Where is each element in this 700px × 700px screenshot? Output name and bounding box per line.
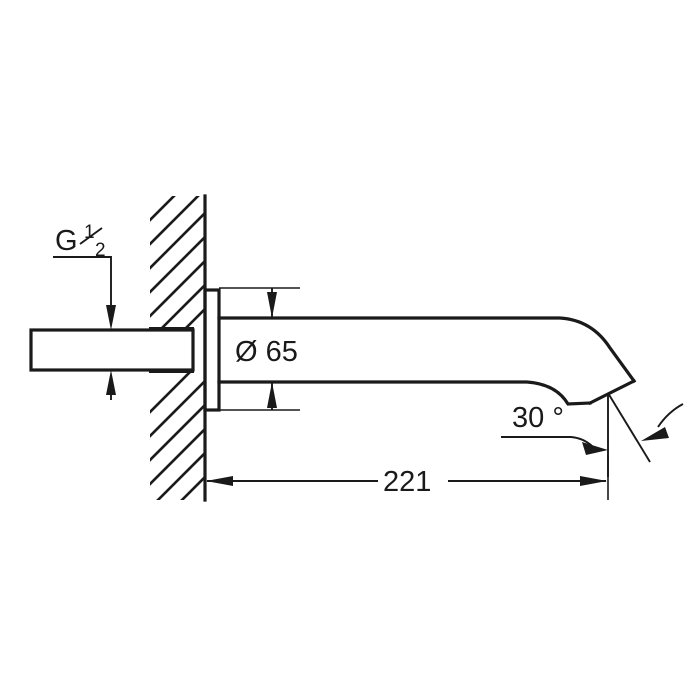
thread-label-base: G (55, 225, 78, 257)
length-dimension-group: 221 (204, 420, 609, 500)
angle-callout-group: 30 ° (501, 392, 684, 477)
angle-leader-line (501, 436, 593, 447)
wall-hatch-lower (150, 372, 205, 500)
threaded-connector (29, 328, 195, 372)
angle-label: 30 ° (512, 402, 564, 434)
thread-leader-arrow-top (106, 305, 116, 330)
flange-plate (203, 288, 221, 412)
wall-section (149, 194, 207, 502)
diameter-dimension-group: Ø 65 (219, 287, 300, 411)
thread-label-numerator: 1 (84, 222, 95, 243)
diameter-arrow-top (267, 292, 277, 318)
diameter-arrow-bottom (267, 382, 277, 408)
spout-bottom-profile (217, 380, 592, 406)
thread-leader-line (53, 256, 112, 318)
angle-second-leader (657, 403, 684, 428)
thread-body (29, 328, 195, 372)
length-arrow-left (206, 476, 233, 486)
wall-hatch-upper (150, 196, 205, 328)
angle-reference-incline (607, 392, 651, 463)
diameter-label: Ø 65 (235, 336, 298, 368)
spout-body (217, 316, 637, 406)
angle-leader-arrow (582, 442, 608, 455)
thread-label-fraction-bar (79, 227, 103, 245)
angle-second-leader-arrow (641, 427, 669, 441)
thread-leader-arrow-bottom (106, 370, 116, 395)
thread-callout-group: G 1 2 (53, 222, 116, 400)
length-arrow-right (580, 476, 607, 486)
spout-outlet-face (587, 378, 637, 406)
wall-flange (203, 288, 221, 412)
length-label: 221 (383, 466, 431, 498)
spout-top-profile (217, 316, 637, 384)
thread-label-denominator: 2 (95, 240, 106, 261)
